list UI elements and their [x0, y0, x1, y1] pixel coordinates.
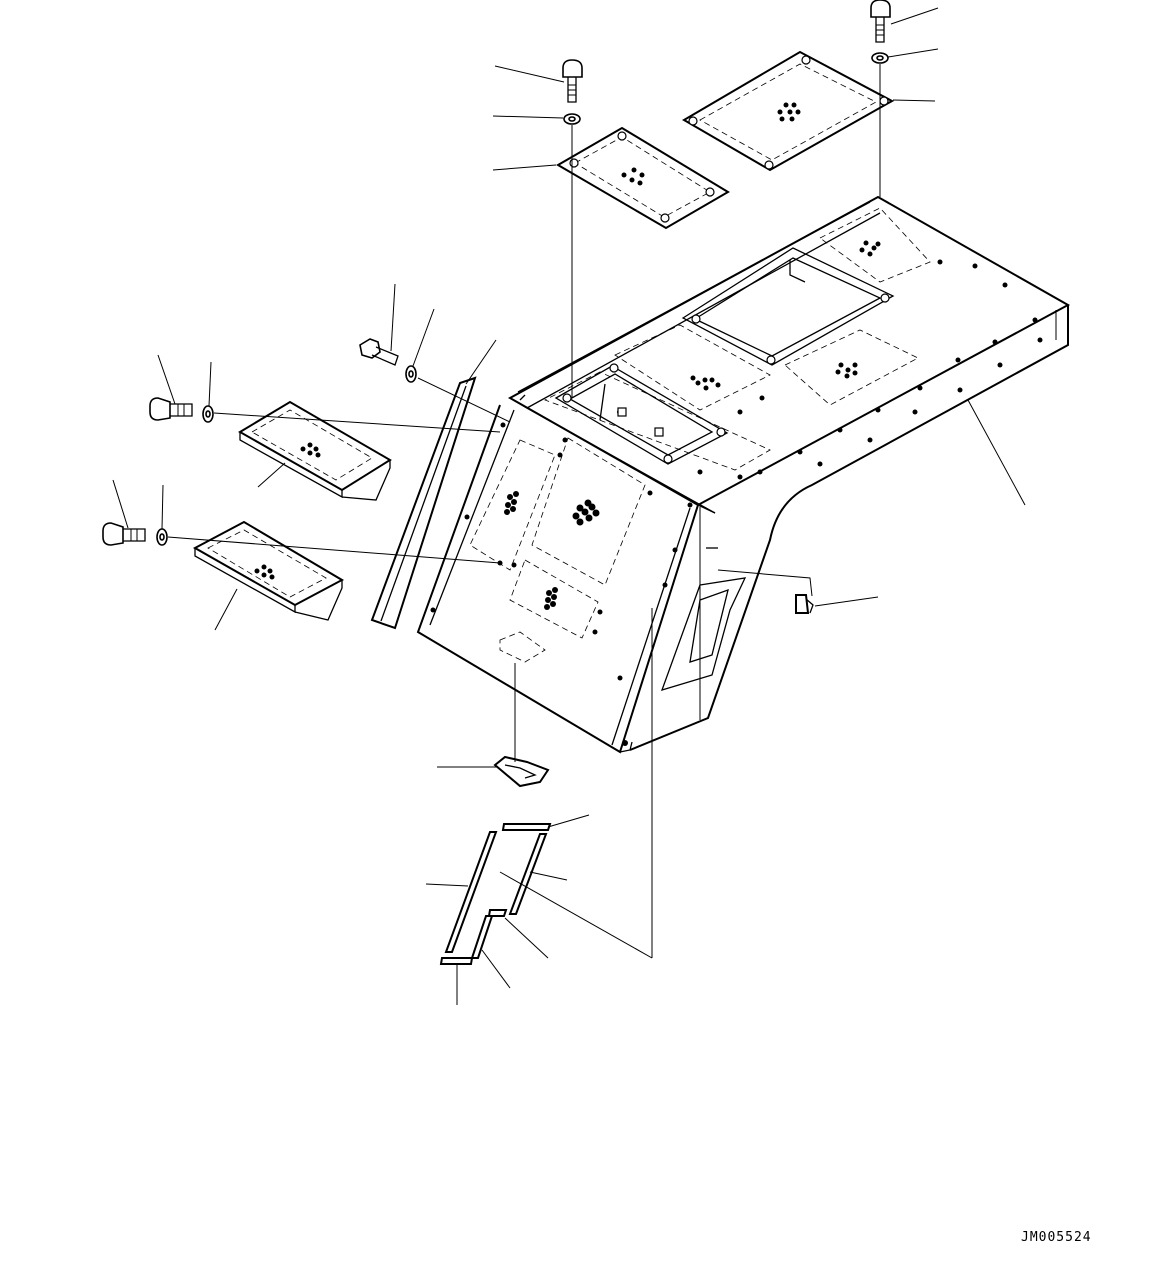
washer-left-upper [405, 365, 417, 383]
bolt-left-middle [149, 397, 193, 421]
console-body [416, 195, 1071, 754]
bolt-left-upper [359, 338, 399, 366]
clip-right [795, 594, 814, 614]
washer-top-left [563, 113, 581, 125]
seal-strip-short-bottom [439, 957, 474, 965]
seal-strip-short-top [501, 823, 552, 831]
washer-left-lower [156, 528, 168, 546]
bolt-top-left [562, 59, 583, 103]
washer-left-middle [202, 405, 214, 423]
cover-plate-large [682, 50, 895, 172]
seal-strip-diagonal-bottom [470, 915, 494, 959]
cover-plate-small [556, 126, 730, 230]
seal-strip-long-left [444, 831, 498, 953]
bolt-top-right [870, 0, 891, 43]
seal-strip-short-mid [487, 909, 508, 917]
clip-bottom [493, 755, 550, 788]
side-plate-lower [192, 520, 345, 621]
leader-lines [112, 7, 1026, 1005]
side-plate-upper [238, 400, 392, 501]
seal-strip-long-right [508, 833, 548, 915]
washer-top-right [871, 52, 889, 64]
drawing-code-label: JM005524 [1021, 1230, 1092, 1245]
trim-strip [370, 376, 477, 630]
bolt-left-lower [102, 522, 146, 546]
